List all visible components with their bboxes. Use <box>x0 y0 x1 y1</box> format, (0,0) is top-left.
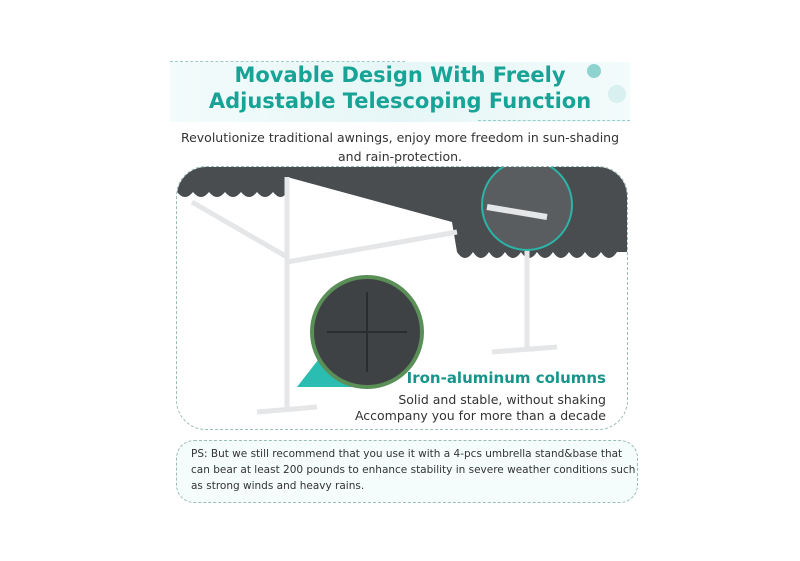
feature-title: Iron-aluminum columns <box>406 369 606 387</box>
awning-illustration <box>177 167 627 415</box>
canopy-right-valance <box>457 252 627 258</box>
canopy-left-valance <box>177 192 287 197</box>
decorative-dot <box>608 85 626 103</box>
title-line-1: Movable Design With Freely <box>234 63 566 87</box>
title-line-2: Adjustable Telescoping Function <box>208 89 592 113</box>
canopy-left <box>177 167 287 192</box>
subtitle: Revolutionize traditional awnings, enjoy… <box>180 130 620 164</box>
note-text: PS: But we still recommend that you use … <box>191 448 636 492</box>
feature-line: Accompany you for more than a decade <box>354 408 606 423</box>
product-image <box>176 166 628 430</box>
canopy-right <box>287 167 627 252</box>
divider <box>478 120 630 121</box>
frame <box>190 177 558 415</box>
divider <box>170 61 405 62</box>
arm-detail-inset <box>481 167 573 251</box>
feature-line: Solid and stable, without shaking <box>398 392 606 407</box>
note-box: PS: But we still recommend that you use … <box>176 440 638 503</box>
page-title: Movable Design With Freely Adjustable Te… <box>170 62 630 114</box>
decorative-dot <box>587 64 601 78</box>
title-banner <box>170 62 630 122</box>
